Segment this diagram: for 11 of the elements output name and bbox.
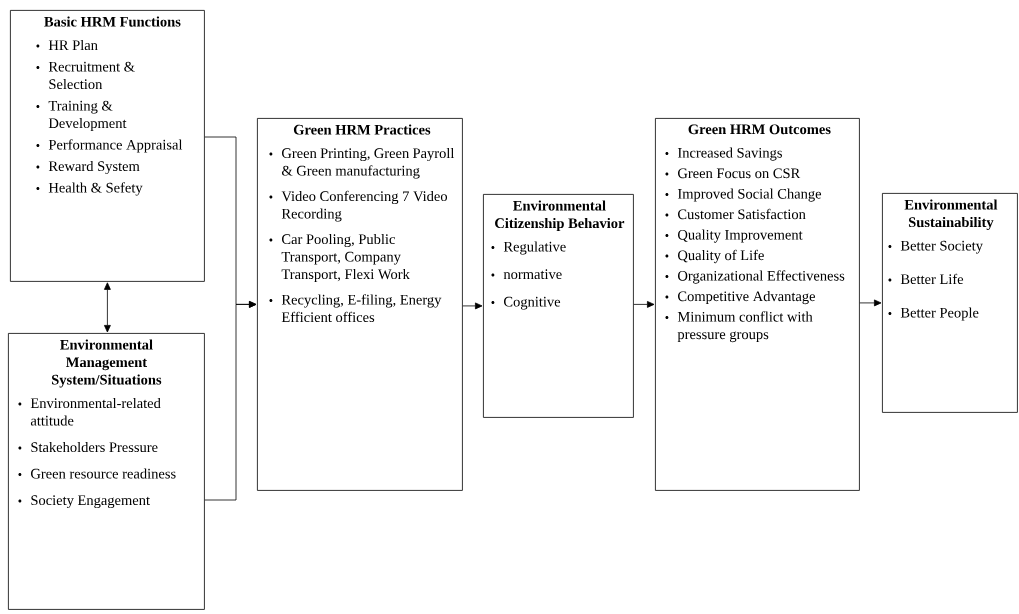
process-box: Basic HRM Functions HR Plan Recruitment & Selection Training & Development Performance Appraisal Reward System Health & Sefety (10, 10, 205, 282)
process-box: Environmental Management System/Situations Environmental-related attitude Stakeholders Pressure Green resource readiness Society Engagement (8, 333, 205, 610)
process-box: Environmental Citizenship Behavior Regulative normative Cognitive (483, 194, 634, 418)
arrow (859, 299, 882, 307)
process-box: Green HRM Practices Green Printing, Green Payroll & Green manufacturing Video Conferencing 7 Video Recording Car Pooling, Public Transport, Company Transport, Flexi Work Recycling, E-filing, Energy Efficient offices (257, 118, 463, 491)
process-box: Green HRM Outcomes Increased Savings Green Focus on CSR Improved Social Change Customer Satisfaction Quality Improvement Quality of Life Organizational Effectiveness Competitive Advantage Minimum conflict with pressure groups (655, 118, 860, 491)
double-arrow (104, 282, 111, 333)
arrow (633, 301, 655, 308)
connector-arrow (204, 301, 257, 501)
arrow (462, 302, 483, 310)
process-box: Environmental Sustainability Better Society Better Life Better People (882, 193, 1018, 413)
